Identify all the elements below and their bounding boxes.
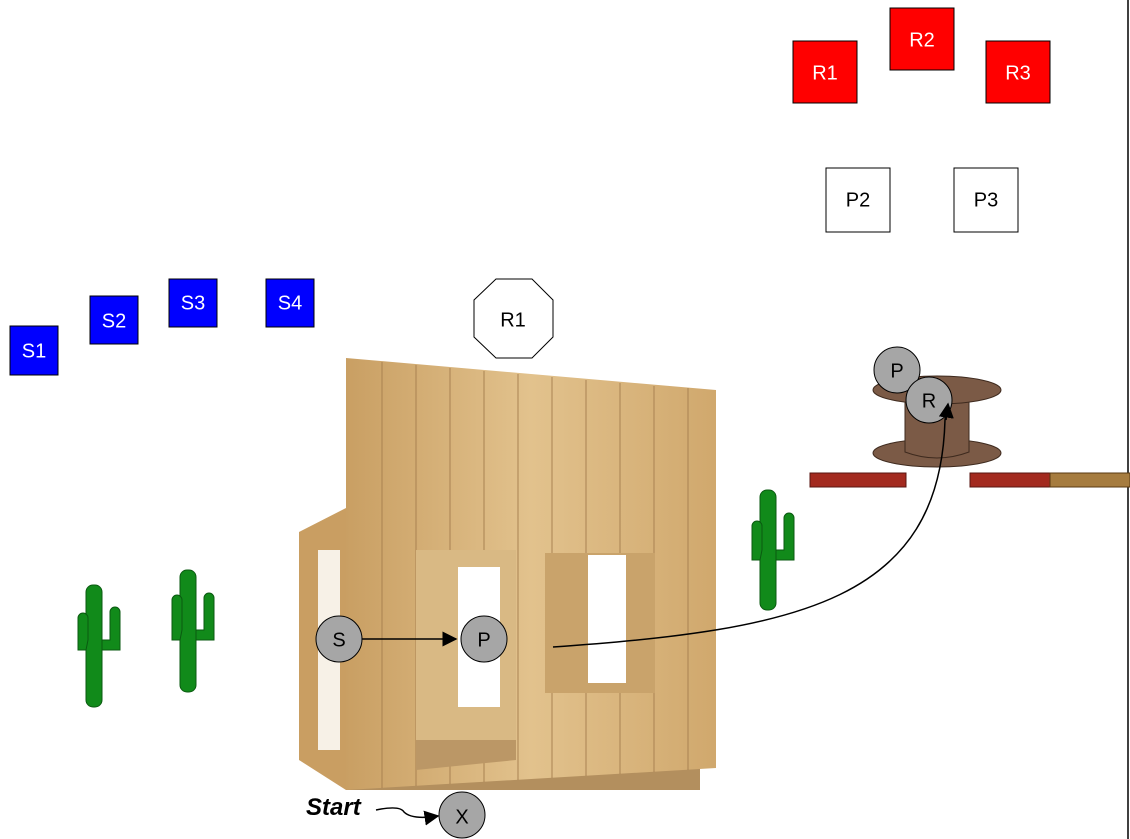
curved-arrow-tip [938,402,954,421]
circle-hat-p: P [873,346,921,394]
red-box-r2: R2 [889,7,955,71]
p-box-p2-label: P2 [846,189,870,211]
start-label: Start [306,794,362,821]
circle-s-label: S [332,629,345,651]
blue-box-s2-label: S2 [102,310,126,332]
p-box-p3-label: P3 [974,189,998,211]
blue-box-s1: S1 [9,325,59,376]
curved-arrow [552,402,953,648]
blue-box-s1-label: S1 [22,340,46,362]
circle-hat-p-label: P [890,360,903,382]
circle-p-window: P [460,615,508,663]
circle-s: S [315,615,363,663]
blue-box-s4-label: S4 [278,292,302,314]
red-box-r1: R1 [792,40,858,104]
circle-x-label: X [455,806,468,828]
octagon-r1: R1 [473,278,554,359]
blue-box-s3-label: S3 [181,292,205,314]
cactus-icon [77,584,121,708]
blue-box-s2: S2 [89,295,139,345]
p-box-p2: P2 [825,167,891,233]
cactus-icon [171,569,215,693]
blue-box-s4: S4 [265,278,315,328]
blue-box-s3: S3 [168,278,218,328]
circle-p-window-label: P [477,629,490,651]
red-box-r1-label: R1 [812,62,838,84]
hat-icon [809,375,1130,488]
circle-hat-r: R [905,376,953,424]
cactus-icon [751,489,795,611]
wooden-shack-icon [299,358,716,790]
p-box-p3: P3 [953,167,1019,233]
red-box-r2-label: R2 [909,29,935,51]
circle-x: X [438,791,486,839]
arrow-start-to-x [375,807,440,826]
red-box-r3: R3 [985,40,1051,104]
octagon-r1-label: R1 [500,309,526,331]
circle-hat-r-label: R [922,390,936,412]
red-box-r3-label: R3 [1005,62,1031,84]
